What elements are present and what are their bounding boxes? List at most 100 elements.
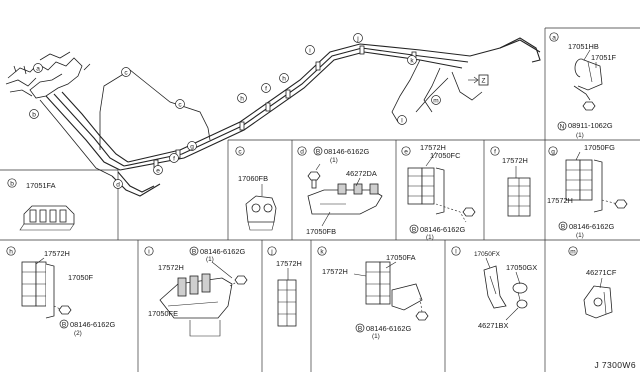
clip-stack-icon — [365, 261, 423, 311]
label-text: B — [316, 148, 320, 155]
hose-clamp-icon — [573, 58, 603, 101]
panel-i: i B 08146-6162G (1) 17572H 17050FE — [144, 246, 248, 337]
label-text: B — [358, 325, 362, 332]
label-text: h — [282, 76, 286, 83]
panel-a: a 17051HB 17051F N 08911-1062G (1) — [549, 32, 617, 139]
callout-f-2: f — [261, 83, 271, 93]
label-text: j — [356, 36, 358, 43]
part-number-08146-6162g: 08146-6162G — [324, 147, 369, 156]
panel-g: g 17050FG 17572H B 08146-6162G (1) — [547, 143, 628, 239]
label-text: (1) — [372, 333, 380, 340]
label-text: Z — [482, 78, 486, 85]
panel-k: k 17572H 17050FA B 08146-6162G (1) — [317, 246, 429, 340]
label-text: (1) — [426, 234, 434, 241]
pipe-left-cluster — [7, 57, 83, 99]
clip-stack-icon — [507, 177, 531, 217]
label-text: B — [561, 223, 565, 230]
part-number-08146-6162g: 08146-6162G — [366, 324, 411, 333]
panel-h: h 17572H 17050F B 08146-6162G (2) — [6, 246, 115, 337]
label-text: (1) — [576, 132, 584, 139]
clip-stack-icon — [277, 279, 297, 327]
part-number-17572h: 17572H — [158, 263, 184, 272]
clip-icon — [19, 205, 75, 231]
part-number-17051hb: 17051HB — [568, 42, 599, 51]
part-number-17050fc: 17050FC — [430, 151, 461, 160]
label-text: i — [309, 48, 310, 55]
callout-c-2: c — [175, 99, 185, 109]
part-number-17051f: 17051F — [591, 53, 617, 62]
part-number-17572h: 17572H — [276, 259, 302, 268]
part-number-17572h: 17572H — [420, 143, 446, 152]
label-text: a — [552, 34, 556, 41]
part-number-17572h: 17572H — [44, 249, 70, 258]
label-text: (2) — [74, 330, 82, 337]
part-number-17051fa: 17051FA — [26, 181, 56, 190]
callout-a: a — [33, 63, 43, 73]
label-text: m — [570, 248, 575, 255]
label-text: (1) — [330, 157, 338, 164]
callout-c: c — [121, 67, 131, 77]
clip-stack-icon — [565, 159, 603, 213]
callout-b: b — [29, 109, 39, 119]
panel-d: d B 08146-6162G (1) 46272DA 17050FB — [297, 146, 383, 236]
label-text: i — [148, 248, 149, 255]
part-number-46271bx: 46271BX — [478, 321, 508, 330]
label-text: g — [551, 148, 555, 155]
label-text: e — [156, 168, 160, 175]
label-text: d — [300, 148, 304, 155]
label-text: k — [410, 58, 414, 65]
label-text: a — [36, 66, 40, 73]
bolt-icon — [462, 207, 476, 217]
label-text: f — [494, 148, 496, 155]
bolt-icon — [415, 311, 429, 321]
part-number-08146-6162g: 08146-6162G — [420, 225, 465, 234]
bolt-icon — [582, 101, 596, 111]
callout-d: d — [113, 179, 123, 189]
part-number-46272da: 46272DA — [346, 169, 377, 178]
callout-h: h — [237, 93, 247, 103]
label-text: b — [32, 112, 36, 119]
callout-f: f — [169, 153, 179, 163]
label-text: f — [265, 86, 267, 93]
bolt-icon — [614, 199, 628, 209]
label-text: m — [433, 98, 438, 105]
label-text: l — [455, 248, 457, 255]
part-number-46271cf: 46271CF — [586, 268, 617, 277]
label-text: (1) — [206, 256, 214, 263]
panel-j: j 17572H — [267, 246, 302, 327]
callout-j: j — [353, 33, 363, 43]
grommet-icon — [512, 282, 528, 309]
label-text: k — [320, 248, 324, 255]
callout-h-2: h — [279, 73, 289, 83]
label-text: d — [116, 182, 120, 189]
part-number-17050fx: 17050FX — [474, 251, 501, 258]
part-number-17050fg: 17050FG — [584, 143, 615, 152]
bolt-icon — [307, 171, 321, 189]
part-number-08146-6162g: 08146-6162G — [569, 222, 614, 231]
part-number-17050fa: 17050FA — [386, 253, 416, 262]
label-text: B — [192, 248, 196, 255]
label-text: b — [10, 180, 14, 187]
label-text: h — [9, 248, 13, 255]
part-number-17572h: 17572H — [322, 267, 348, 276]
callout-e: e — [153, 165, 163, 175]
part-number-17050f: 17050F — [68, 273, 94, 282]
label-text: (1) — [576, 232, 584, 239]
clip-stack-icon — [21, 261, 55, 319]
panel-b: b 17051FA — [7, 178, 75, 231]
clamp-icon — [245, 195, 277, 231]
clip-stack-icon — [407, 167, 445, 215]
label-text: f — [173, 156, 175, 163]
part-number-17050fb: 17050FB — [306, 227, 336, 236]
label-text: j — [270, 248, 272, 255]
panel-f: f 17572H — [490, 146, 531, 217]
part-number-17572h: 17572H — [502, 156, 528, 165]
part-number-17572h: 17572H — [547, 196, 573, 205]
label-text: c — [178, 102, 182, 109]
part-number-08911-1062g: 08911-1062G — [568, 121, 613, 130]
drawing-code: J 7300W6 — [595, 360, 636, 370]
part-number-17050fe: 17050FE — [148, 309, 178, 318]
part-number-08146-6162g: 08146-6162G — [200, 247, 245, 256]
bracket-icon — [483, 265, 507, 309]
